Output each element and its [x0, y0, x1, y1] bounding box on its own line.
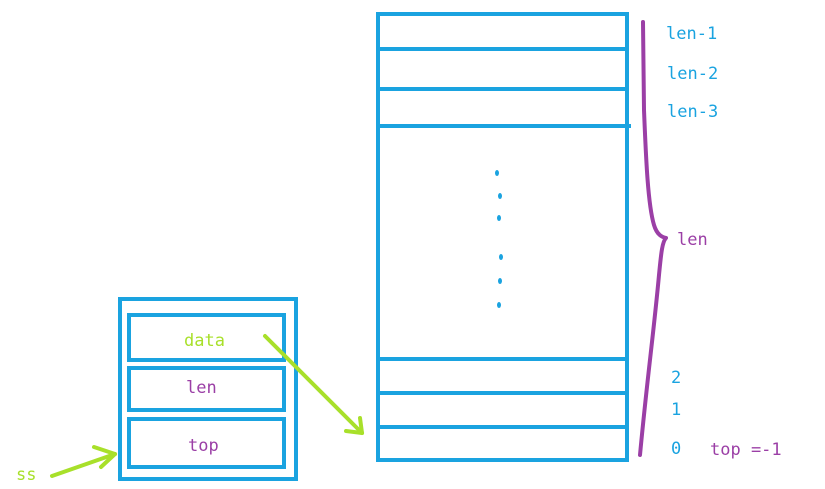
array-block	[376, 12, 631, 462]
field-box-top	[127, 417, 286, 469]
struct-outline	[118, 297, 298, 481]
top-initial-note: top =-1	[710, 440, 782, 460]
field-label-top: top	[188, 436, 219, 456]
ss-label: ss	[16, 465, 36, 485]
slot-label-1: 1	[671, 400, 681, 420]
data-pointer-arrow	[263, 334, 364, 435]
slot-label-len-2: len-2	[667, 64, 718, 84]
slot-label-len-3: len-3	[667, 102, 718, 122]
ellipsis-dot	[498, 193, 502, 199]
array-outline	[376, 12, 629, 462]
ellipsis-dot	[498, 278, 502, 284]
ellipsis-dots	[495, 170, 503, 308]
field-label-data: data	[184, 331, 225, 351]
slot-label-0: 0	[671, 439, 681, 459]
ellipsis-dot	[495, 170, 499, 176]
ellipsis-dot	[497, 302, 501, 308]
brace-label-len: len	[677, 230, 708, 250]
ellipsis-dot	[497, 215, 501, 221]
length-brace	[638, 20, 668, 457]
field-box-len	[127, 366, 286, 412]
field-label-len: len	[186, 378, 217, 398]
field-box-data	[127, 313, 286, 362]
slot-label-2: 2	[671, 368, 681, 388]
ellipsis-dot	[499, 254, 503, 260]
ss-pointer-arrow	[50, 445, 117, 478]
slot-label-len-1: len-1	[666, 24, 717, 44]
struct-block: data len top	[118, 297, 298, 481]
